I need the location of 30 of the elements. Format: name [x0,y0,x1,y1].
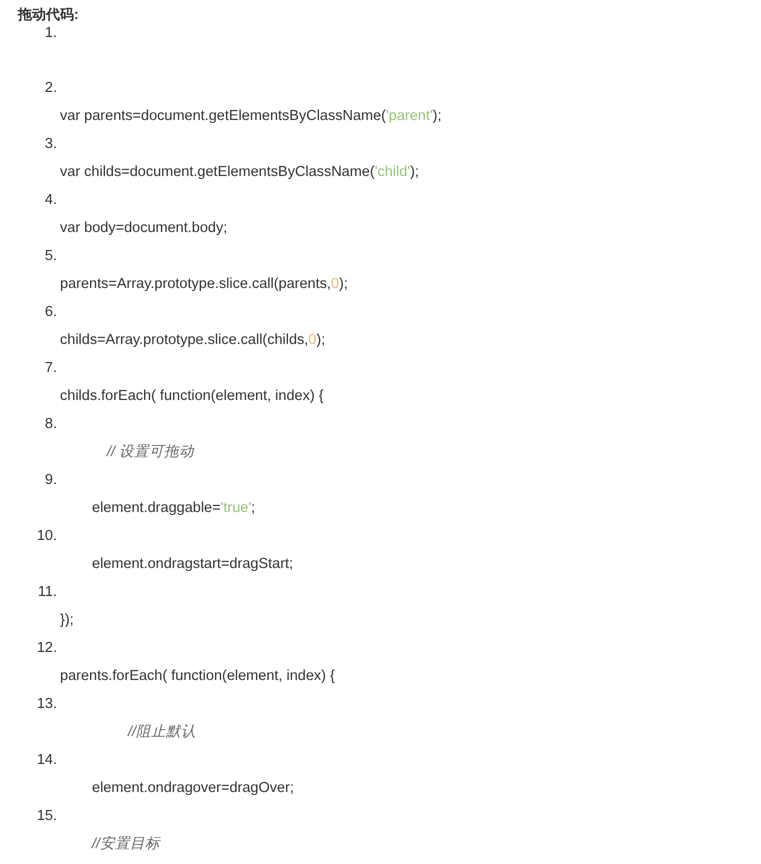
line-number: 4. [44,191,57,209]
code-line: childs=Array.prototype.slice.call(childs,0); [60,331,326,349]
code-comment: // 设置可拖动 [107,443,194,461]
line-number: 7. [44,359,57,377]
line-number: 15. [36,807,57,825]
code-comment: //阻止默认 [128,723,196,741]
line-number: 5. [44,247,57,265]
line-number: 1. [44,24,57,42]
code-line: var parents=document.getElementsByClassName('parent'); [60,107,442,125]
line-number: 10. [36,527,57,545]
line-number: 2. [44,79,57,97]
line-number: 11. [36,583,57,601]
line-number: 12. [36,639,57,657]
code-line: parents=Array.prototype.slice.call(parents,0); [60,275,348,293]
code-line: element.draggable='true'; [92,499,256,517]
line-number: 13. [36,695,57,713]
code-line: var body=document.body; [60,219,228,237]
code-line: parents.forEach( function(element, index) { [60,667,335,685]
code-line: }); [60,611,74,629]
line-number: 3. [44,135,57,153]
line-number: 14. [36,751,57,769]
heading: 拖动代码: [18,5,79,23]
code-line: element.ondragstart=dragStart; [92,555,294,573]
code-line: element.ondragover=dragOver; [92,779,294,797]
code-line: childs.forEach( function(element, index) { [60,387,324,405]
line-number: 8. [44,415,57,433]
code-comment: //安置目标 [92,835,160,853]
code-line: var childs=document.getElementsByClassName('child'); [60,163,419,181]
line-number: 6. [44,303,57,321]
line-number: 9. [44,471,57,489]
